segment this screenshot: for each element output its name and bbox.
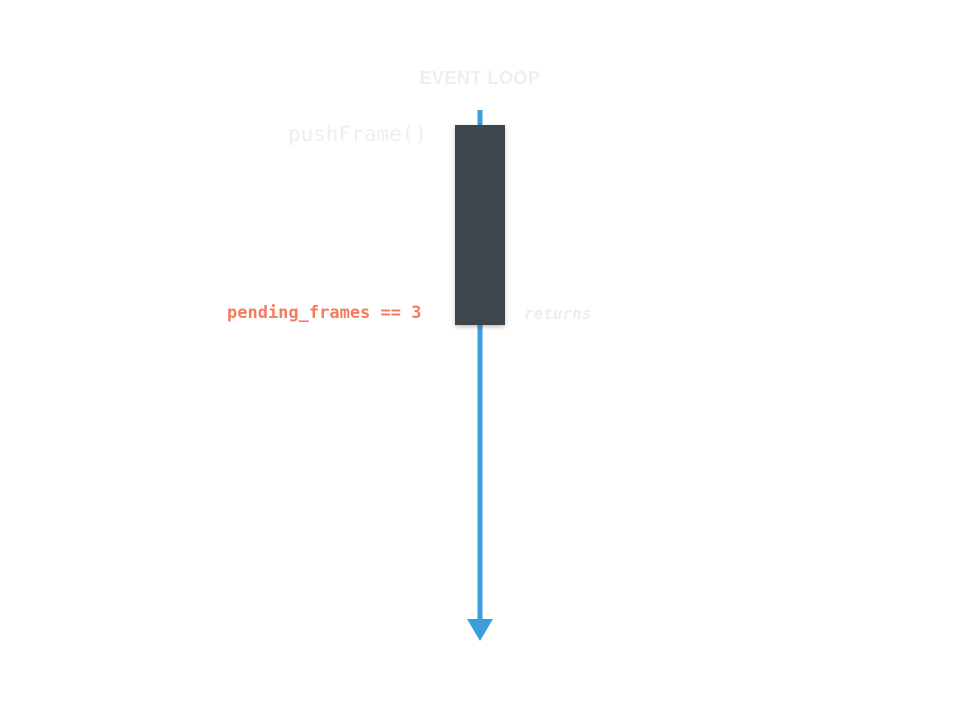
lane-title: EVENT LOOP	[419, 68, 541, 88]
return-label: returns	[524, 304, 592, 323]
activation-box	[455, 125, 505, 325]
call-label: pushFrame()	[288, 122, 428, 146]
timeline-arrowhead-icon	[467, 619, 493, 641]
state-label: pending_frames == 3	[227, 303, 422, 323]
